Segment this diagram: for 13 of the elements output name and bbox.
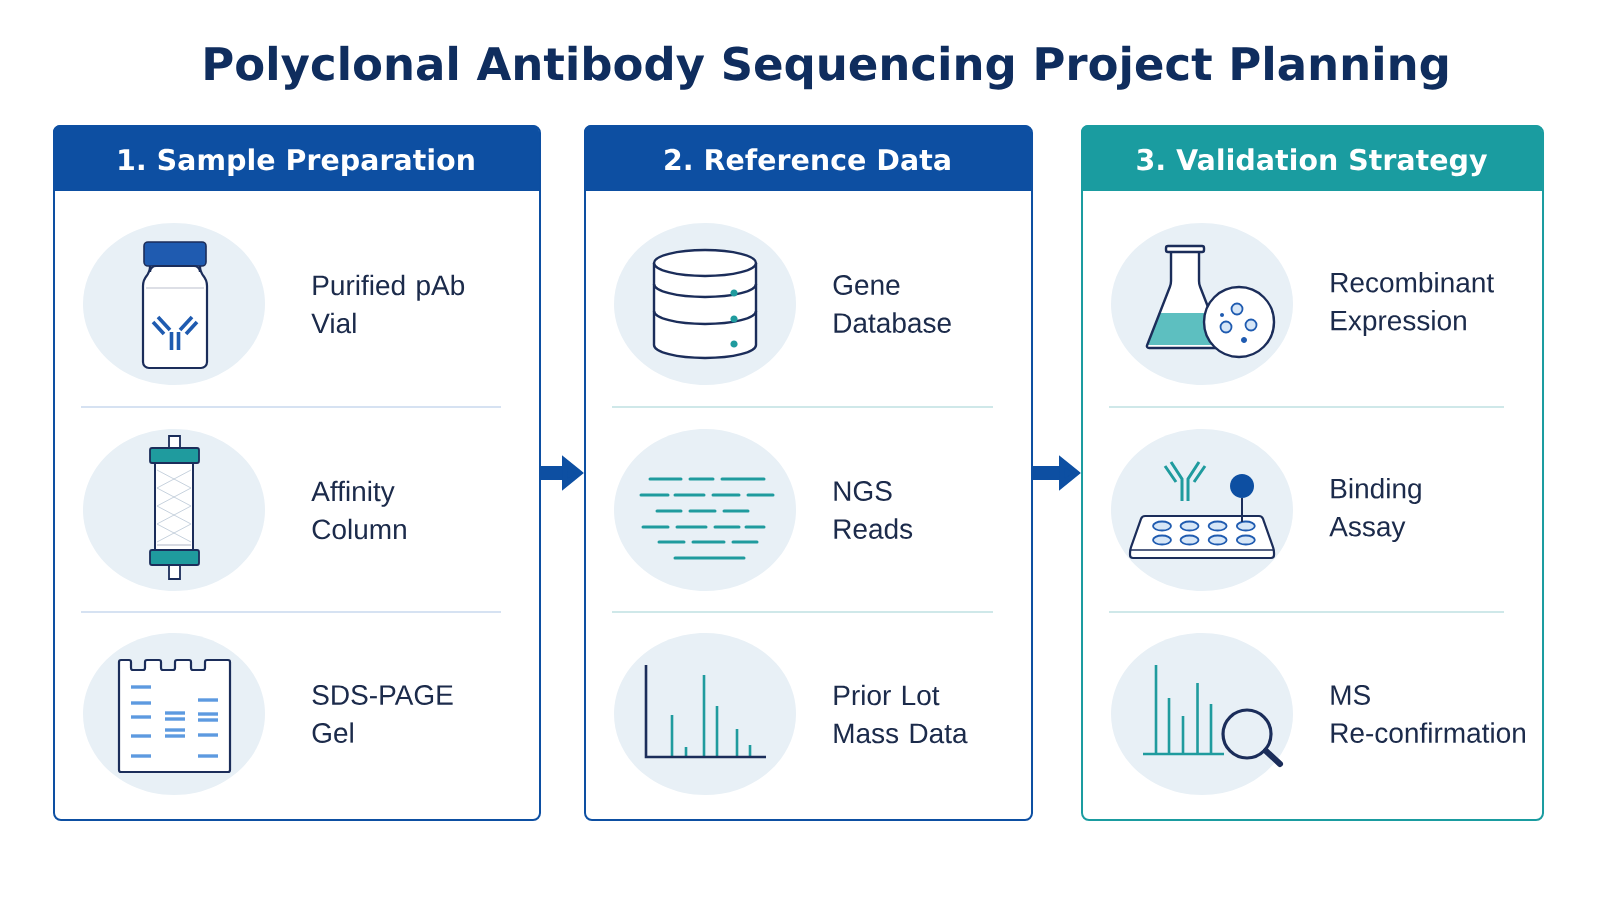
item-label: SDS-PAGE Gel — [312, 685, 453, 743]
item-label: NGS Reads — [834, 481, 913, 539]
item-label: Affinity Column — [311, 480, 406, 540]
item-label: Recombinant Expression — [1331, 271, 1494, 337]
title: Polyclonal Antibody Sequencing Project Planning — [205, 45, 1448, 90]
header-bar: 2. Reference Data — [584, 125, 1031, 191]
item-label: Binding Assay — [1329, 477, 1421, 543]
header-bar: 1. Sample Preparation — [53, 125, 539, 191]
item-label: Gene Database — [833, 275, 951, 333]
header-bar: 3. Validation Strategy — [1081, 125, 1542, 191]
item-label: MS Re-confirmation — [1331, 685, 1525, 743]
item-label: Prior Lot Mass Data — [834, 684, 968, 744]
item-label: Purified pAb Vial — [311, 274, 465, 334]
